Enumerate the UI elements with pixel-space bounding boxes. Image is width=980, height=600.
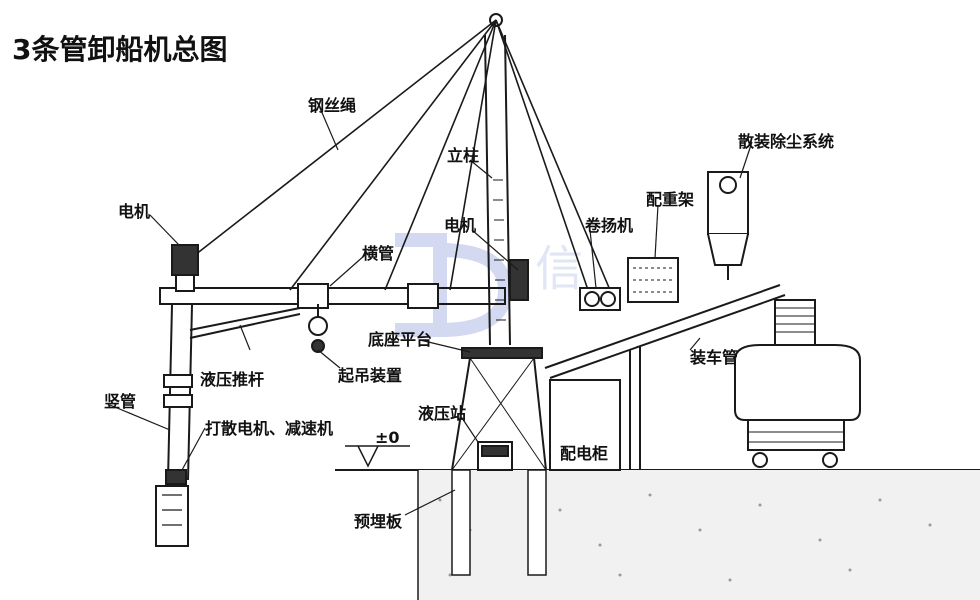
label-motor-left: 电机 [118, 202, 151, 221]
dust-removal-system [707, 171, 749, 280]
left-motor [171, 244, 199, 292]
label-counterweight: 配重架 [646, 190, 695, 209]
leader-lines [109, 107, 753, 516]
hoist-device [308, 304, 328, 353]
hydraulic-rod [189, 307, 301, 339]
vertical-pipe [155, 304, 193, 547]
label-base-platform: 底座平台 [368, 330, 433, 349]
horizontal-pipe [159, 283, 506, 309]
tanker-truck [734, 299, 861, 468]
label-dust-removal: 散装除尘系统 [738, 132, 835, 151]
ground [335, 469, 980, 600]
label-hydraulic-rod: 液压推杆 [200, 370, 265, 389]
label-ground-level: ±0 [375, 428, 400, 447]
label-horizontal-pipe: 横管 [362, 244, 395, 263]
loading-pipe [544, 284, 786, 470]
label-winch: 卷扬机 [585, 216, 634, 235]
right-motor [509, 259, 529, 301]
base-platform [451, 347, 547, 471]
label-hydraulic-station: 液压站 [418, 404, 467, 423]
counterweight [627, 257, 679, 303]
label-column: 立柱 [447, 146, 480, 165]
watermark-text: 信 [535, 241, 583, 297]
label-embedded-plate: 预埋板 [354, 512, 403, 531]
label-wire-rope: 钢丝绳 [308, 96, 357, 115]
label-vertical-pipe: 竖管 [104, 392, 137, 411]
diagram-title: 3条管卸船机总图 [12, 33, 228, 66]
foundation-piles [451, 469, 547, 576]
label-hoist-device: 起吊装置 [338, 366, 403, 385]
label-motor-right: 电机 [444, 216, 477, 235]
wire-ropes [194, 19, 611, 291]
winch [579, 287, 621, 311]
hydraulic-station [477, 441, 513, 471]
label-scatter-motor: 打散电机、减速机 [205, 419, 334, 438]
label-loading-pipe: 装车管 [690, 348, 739, 367]
distribution-cabinet [549, 379, 621, 471]
ground-level-marker [345, 445, 410, 468]
label-distribution-cabinet: 配电柜 [560, 444, 609, 463]
